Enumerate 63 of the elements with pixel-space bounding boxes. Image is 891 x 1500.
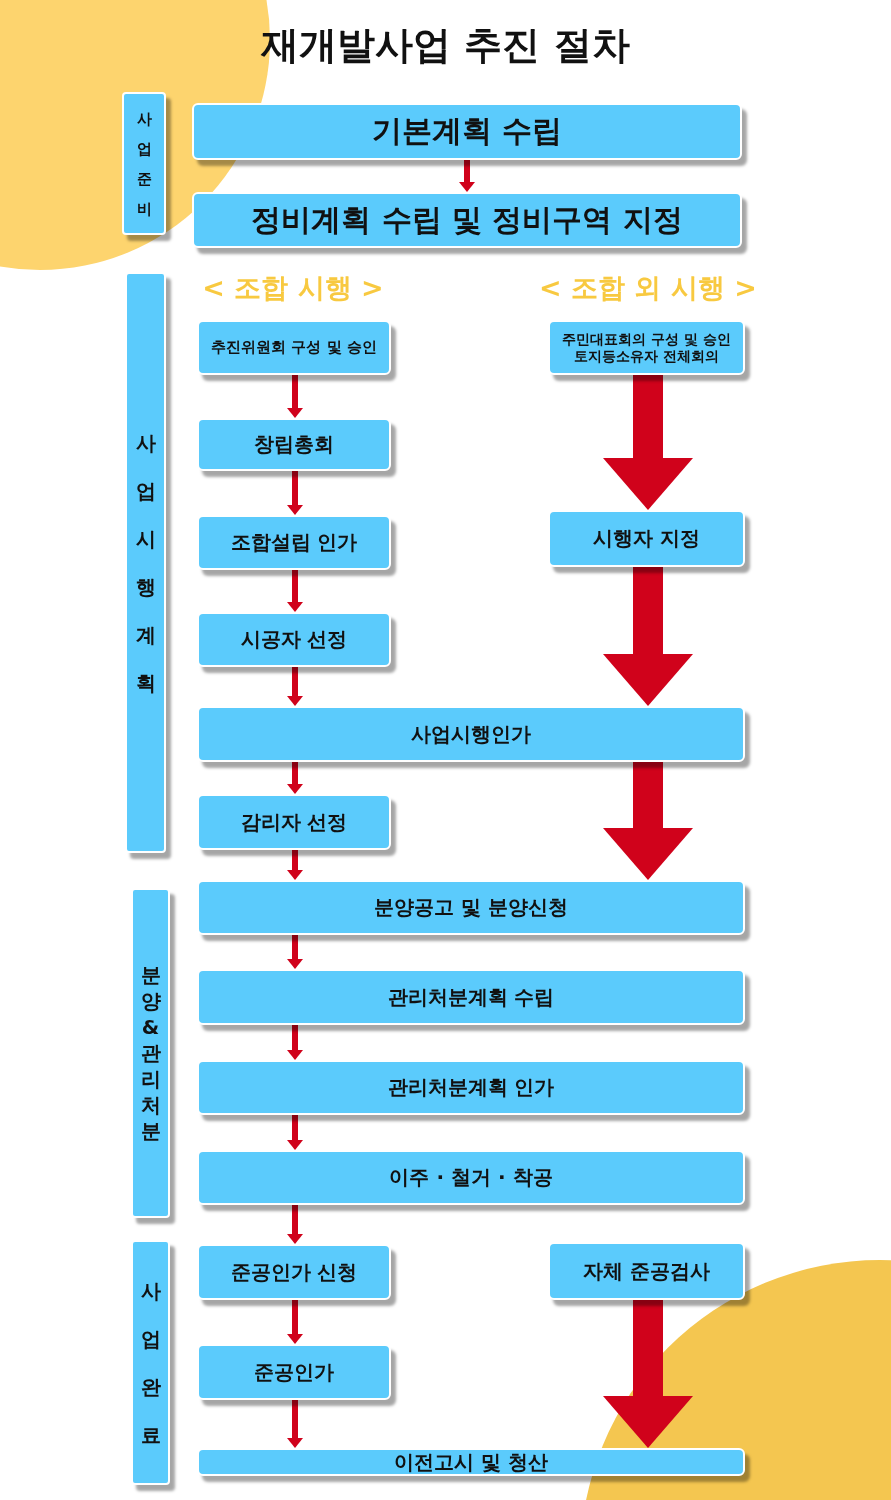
stage-label: 분양 & 관리처분 [140,962,161,1144]
step-label: 자체 준공검사 [583,1259,710,1283]
process-box [197,794,391,850]
step-label: 준공인가 [254,1360,334,1384]
process-box [197,1344,391,1400]
step-label: 주민대표회의 구성 및 승인 토지등소유자 전체회의 [561,331,732,364]
arrow [287,1025,303,1060]
stage-label: 사업시행계획 [135,429,156,697]
process-box [197,320,391,375]
big-arrow [603,762,693,880]
process-box [197,1150,745,1205]
step-label: 창립총회 [254,433,334,456]
arrow [287,375,303,418]
process-box [192,192,742,248]
process-box [197,1060,745,1115]
arrow [287,1115,303,1150]
step-label: 사업시행인가 [411,722,531,746]
stage-band [122,92,166,235]
process-box [548,320,745,375]
process-box [548,510,745,567]
process-box [197,706,745,762]
process-box [197,612,391,667]
stage-label: 사업준비 [136,108,152,220]
step-label: 시공자 선정 [240,628,348,651]
process-box [197,969,745,1025]
process-box [192,103,742,160]
process-box [197,1448,745,1476]
process-box [197,515,391,570]
stage-band [131,1240,170,1485]
step-label: 추진위원회 구성 및 승인 [211,338,377,357]
step-label: 이전고시 및 청산 [394,1450,548,1474]
step-label: 정비계획 수립 및 정비구역 지정 [251,202,683,238]
step-label: 기본계획 수립 [371,114,563,149]
process-box [197,418,391,471]
step-label: 이주 · 철거 · 착공 [389,1166,553,1189]
arrow [287,1205,303,1244]
arrow [287,850,303,880]
arrow [459,160,475,192]
arrow [287,935,303,969]
arrow [287,471,303,515]
arrow [287,1400,303,1448]
process-box [197,1244,391,1300]
arrow [287,1300,303,1344]
stage-band [125,272,166,853]
big-arrow [603,375,693,510]
step-label: 관리처분계획 인가 [387,1076,555,1099]
stage-band [131,888,170,1218]
step-label: 관리처분계획 수립 [387,985,555,1009]
process-box [197,880,745,935]
arrow [287,570,303,612]
big-arrow [603,1300,693,1448]
big-arrow [603,567,693,706]
arrow [287,667,303,706]
column-heading: < 조합 시행 > [202,271,384,305]
step-label: 감리자 선정 [240,810,348,834]
step-label: 시행자 지정 [593,527,700,550]
step-label: 준공인가 신청 [230,1260,358,1284]
column-heading: < 조합 외 시행 > [539,271,757,305]
process-box [548,1242,745,1300]
step-label: 분양공고 및 분양신청 [374,896,568,919]
arrow [287,762,303,794]
stage-label: 사업완료 [140,1277,161,1449]
step-label: 조합설립 인가 [230,531,358,554]
